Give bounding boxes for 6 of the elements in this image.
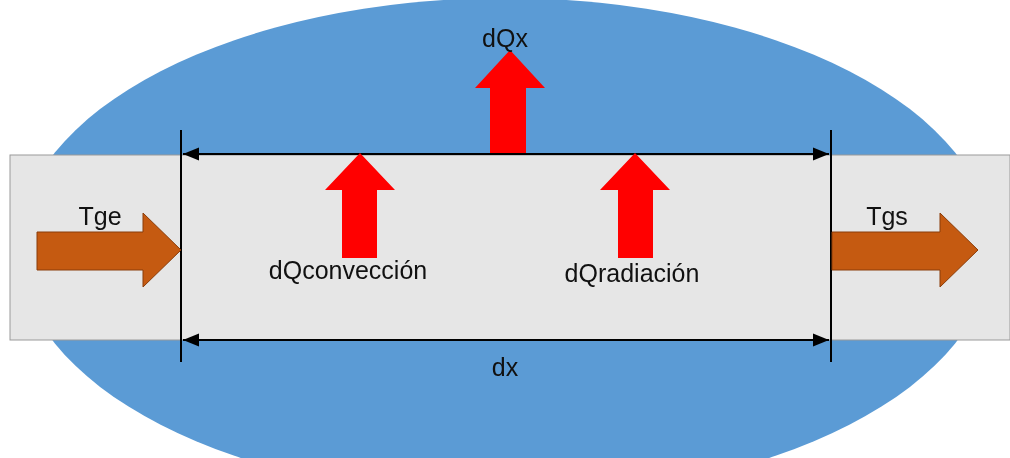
temperature-label: Tge [78,201,122,231]
heat-flux-label: dQconvección [268,255,428,285]
dimension-label: dx [491,352,519,382]
heat-flux-label: dQradiación [564,258,700,288]
temperature-label: Tgs [866,201,908,231]
heat-flux-label: dQx [482,23,528,53]
